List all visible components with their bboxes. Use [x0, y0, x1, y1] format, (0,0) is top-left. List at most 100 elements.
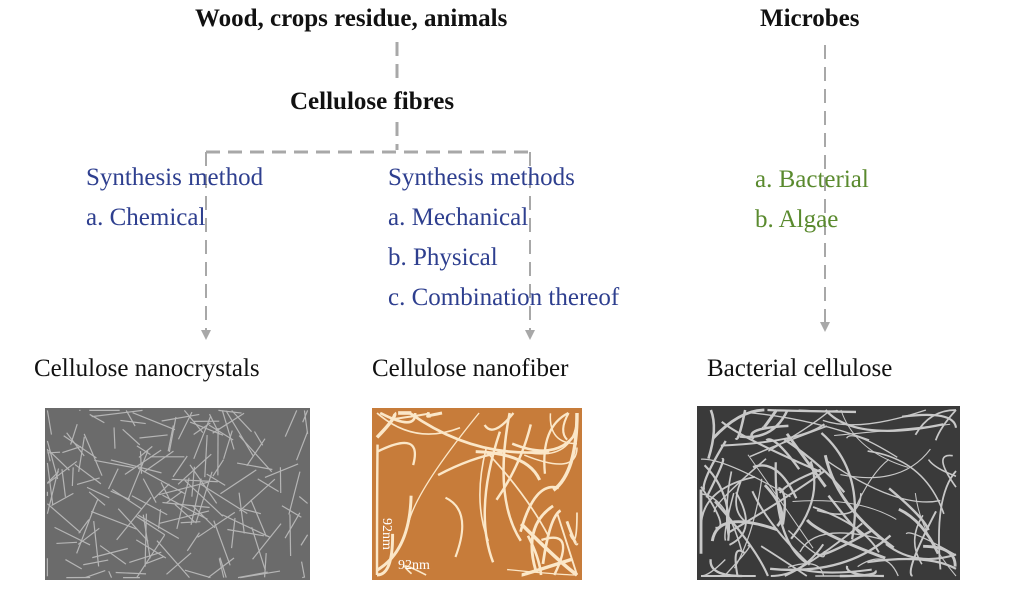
- fiber-mark: [116, 496, 152, 541]
- fiber-mark: [507, 568, 578, 576]
- bc-micrograph: [697, 406, 960, 580]
- fiber-mark: [562, 412, 570, 441]
- fiber-mark: [495, 424, 532, 501]
- fiber-mark: [213, 520, 231, 566]
- fiber-mark: [83, 559, 109, 566]
- fiber-mark: [700, 486, 722, 529]
- fiber-mark: [541, 509, 562, 565]
- fiber-mark: [85, 569, 106, 579]
- fiber-mark: [857, 558, 899, 577]
- fiber-mark: [160, 482, 171, 501]
- fiber-mark: [145, 556, 165, 565]
- fiber-mark: [65, 559, 82, 570]
- fiber-mark: [88, 491, 106, 506]
- cnf-texture: [375, 411, 579, 577]
- fiber-mark: [752, 464, 798, 499]
- fiber-mark: [569, 512, 578, 541]
- fiber-mark: [735, 481, 749, 524]
- fiber-mark: [47, 460, 78, 485]
- fiber-mark: [51, 492, 74, 507]
- fiber-mark: [199, 483, 248, 515]
- fiber-mark: [46, 462, 54, 506]
- fiber-mark: [549, 413, 578, 445]
- fiber-mark: [237, 571, 268, 579]
- fiber-mark: [111, 489, 143, 510]
- fiber-mark: [519, 485, 560, 533]
- fiber-mark: [407, 412, 480, 525]
- fiber-mark: [220, 469, 257, 495]
- fiber-mark: [192, 505, 216, 529]
- fiber-mark: [238, 435, 273, 473]
- fiber-mark: [375, 444, 379, 576]
- fiber-mark: [404, 565, 427, 576]
- fiber-mark: [408, 411, 550, 454]
- fiber-mark: [48, 449, 70, 471]
- fiber-mark: [231, 410, 252, 433]
- fiber-mark: [117, 508, 149, 542]
- fiber-mark: [246, 438, 266, 467]
- fiber-mark: [225, 410, 254, 457]
- fiber-mark: [56, 541, 78, 545]
- fiber-mark: [227, 528, 265, 537]
- cnf-micrograph: 92nm 92nm: [372, 408, 582, 580]
- fiber-mark: [700, 458, 791, 498]
- fiber-mark: [725, 544, 751, 576]
- fiber-mark: [91, 409, 143, 418]
- fiber-mark: [122, 428, 141, 446]
- fiber-mark: [867, 450, 945, 515]
- fiber-mark: [71, 467, 74, 487]
- fiber-mark: [176, 477, 190, 530]
- fiber-mark: [165, 490, 183, 504]
- fiber-mark: [250, 499, 267, 537]
- fiber-mark: [445, 496, 464, 558]
- fiber-mark: [131, 495, 168, 516]
- fiber-mark: [168, 416, 177, 452]
- fiber-mark: [153, 483, 170, 500]
- fiber-mark: [107, 468, 119, 490]
- fiber-mark: [222, 514, 271, 538]
- fiber-mark: [236, 462, 273, 471]
- cellulose-fibres: Cellulose fibres: [290, 88, 455, 115]
- fiber-mark: [923, 544, 957, 567]
- fiber-mark: [162, 501, 210, 509]
- fiber-mark: [212, 459, 225, 477]
- fiber-mark: [295, 431, 309, 461]
- fiber-mark: [528, 412, 578, 455]
- fiber-mark: [54, 526, 91, 546]
- fiber-mark: [76, 508, 95, 554]
- fiber-mark: [284, 512, 301, 539]
- fiber-mark: [770, 543, 825, 578]
- fiber-mark: [934, 409, 957, 441]
- fiber-mark: [289, 514, 292, 556]
- bc-texture: [699, 408, 958, 578]
- fiber-mark: [115, 571, 147, 575]
- fiber-mark: [761, 409, 778, 430]
- fiber-mark: [139, 434, 168, 439]
- fiber-mark: [710, 520, 778, 542]
- method-item: b. Algae: [755, 206, 839, 233]
- fiber-mark: [702, 440, 727, 491]
- fiber-mark: [223, 430, 233, 460]
- fiber-mark: [747, 411, 870, 441]
- fiber-mark: [110, 490, 131, 501]
- fiber-mark: [70, 424, 78, 445]
- method-heading: Synthesis method: [86, 164, 264, 191]
- fiber-mark: [47, 503, 81, 533]
- fiber-mark: [61, 469, 67, 497]
- fiber-mark: [166, 552, 192, 575]
- fiber-mark: [812, 506, 880, 553]
- left-methods: Synthesis method a. Chemical: [86, 158, 263, 238]
- fiber-mark: [483, 412, 515, 431]
- fiber-mark: [186, 532, 200, 552]
- arrow-head-icon: [820, 322, 830, 332]
- fiber-mark: [190, 478, 202, 525]
- fiber-mark: [502, 412, 522, 542]
- fiber-mark: [135, 539, 167, 559]
- fiber-mark: [197, 511, 236, 538]
- fiber-mark: [394, 412, 430, 420]
- fiber-mark: [252, 523, 282, 560]
- fiber-mark: [700, 475, 756, 528]
- fiber-mark: [78, 436, 85, 472]
- fiber-mark: [760, 545, 808, 577]
